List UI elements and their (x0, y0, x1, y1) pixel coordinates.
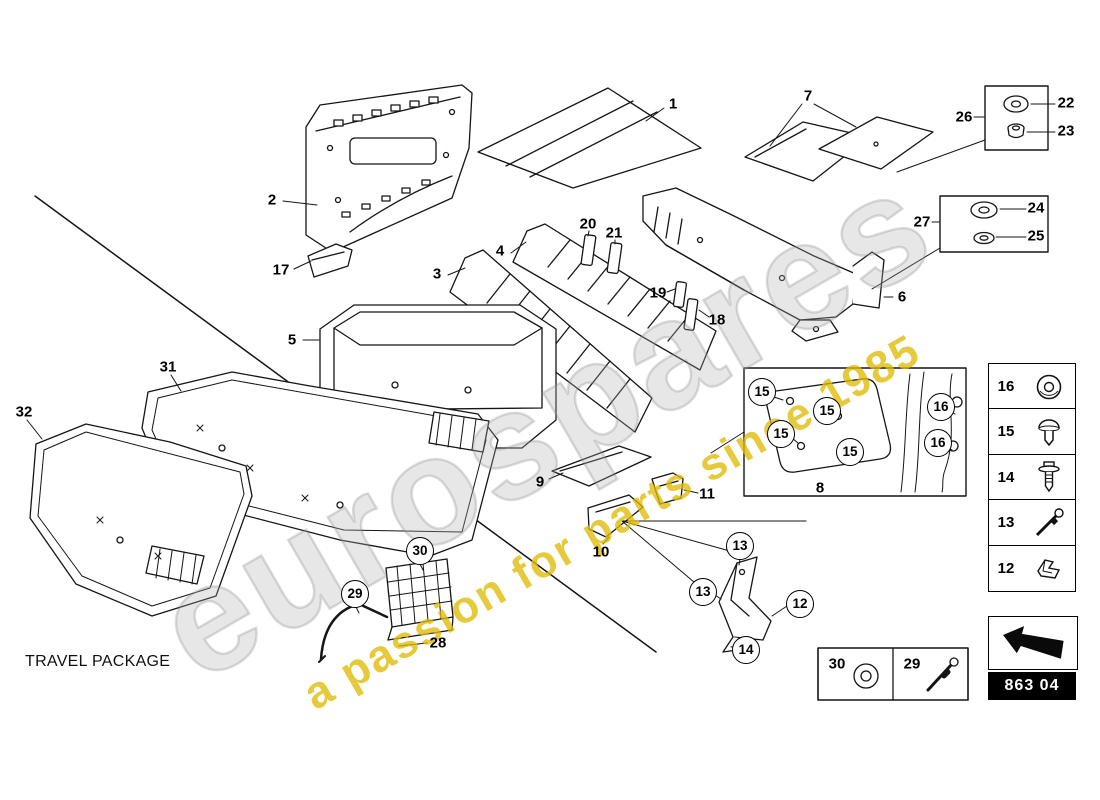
part-callout-17[interactable]: 17 (272, 261, 290, 279)
part-callout-19[interactable]: 19 (649, 284, 667, 302)
part-21-pad (606, 242, 623, 275)
circled-part-callout-30[interactable]: 30 (406, 537, 434, 565)
fastener-row-13[interactable]: 13 (988, 499, 1076, 547)
circled-part-callout-16[interactable]: 16 (927, 393, 955, 421)
inset-box-26 (984, 85, 1049, 151)
part-callout-5[interactable]: 5 (287, 331, 297, 349)
part-callout-8[interactable]: 8 (815, 479, 825, 497)
direction-arrow-icon (1003, 626, 1064, 659)
part-callout-11[interactable]: 11 (699, 485, 715, 503)
part-2-rear-bulkhead-panel (305, 84, 473, 253)
screw-icon (1023, 460, 1075, 494)
part-callout-2[interactable]: 2 (267, 191, 277, 209)
circled-part-callout-29[interactable]: 29 (341, 580, 369, 608)
hardware-box-29-30 (817, 647, 969, 701)
grommet-icon (1023, 370, 1075, 404)
part-6-right-sill-panel (642, 187, 885, 342)
part-callout-6[interactable]: 6 (897, 288, 907, 306)
part-callout-20[interactable]: 20 (579, 215, 597, 233)
fastener-number: 12 (997, 559, 1015, 577)
part-7-floor-mats (744, 116, 934, 182)
rivet-icon (1023, 415, 1075, 449)
fastener-row-15[interactable]: 15 (988, 408, 1076, 456)
circled-part-callout-15[interactable]: 15 (813, 397, 841, 425)
cap-nut-icon (1007, 123, 1025, 139)
circled-part-callout-16[interactable]: 16 (924, 429, 952, 457)
part-callout-9[interactable]: 9 (535, 473, 545, 491)
grommet-icon (970, 201, 998, 219)
part-callout-1[interactable]: 1 (668, 95, 678, 113)
part-callout-22[interactable]: 22 (1057, 94, 1075, 112)
part-callout-18[interactable]: 18 (708, 311, 726, 329)
part-callout-25[interactable]: 25 (1027, 227, 1045, 245)
part-callout-28[interactable]: 28 (429, 634, 447, 652)
part-callout-30[interactable]: 30 (828, 655, 846, 673)
part-32-floor-mat (29, 423, 253, 617)
fastener-row-12[interactable]: 12 (988, 544, 1076, 592)
part-17-bracket (307, 243, 353, 278)
part-callout-4[interactable]: 4 (495, 242, 505, 260)
part-callout-3[interactable]: 3 (432, 265, 442, 283)
circled-part-callout-15[interactable]: 15 (767, 420, 795, 448)
part-callout-31[interactable]: 31 (159, 358, 177, 376)
ring-icon (853, 663, 879, 689)
part-callout-29[interactable]: 29 (903, 655, 921, 673)
part-1-roof-panel (477, 87, 702, 189)
part-20-pad (580, 234, 597, 267)
part-11-bracket (651, 472, 684, 505)
part-30-mesh-grille (385, 558, 454, 641)
fastener-row-14[interactable]: 14 (988, 453, 1076, 501)
fastener-number: 14 (997, 468, 1015, 486)
pin-icon (926, 657, 959, 692)
circled-part-callout-15[interactable]: 15 (748, 378, 776, 406)
inset-box-27 (939, 195, 1049, 253)
part-callout-26[interactable]: 26 (955, 108, 973, 126)
diagram-code-badge: 863 04 (988, 672, 1076, 700)
fastener-table: 16 15 14 (988, 363, 1076, 592)
fastener-row-16[interactable]: 16 (988, 363, 1076, 410)
circled-part-callout-14[interactable]: 14 (732, 636, 760, 664)
circled-part-callout-15[interactable]: 15 (836, 438, 864, 466)
circled-part-callout-12[interactable]: 12 (786, 590, 814, 618)
fastener-number: 13 (997, 514, 1015, 532)
part-callout-21[interactable]: 21 (605, 224, 623, 242)
grommet-icon (1003, 95, 1029, 113)
part-4-ribbed-panel (512, 223, 717, 371)
page-title: TRAVEL PACKAGE (25, 653, 171, 670)
part-18-pad (683, 298, 699, 331)
fastener-number: 15 (997, 423, 1015, 441)
part-callout-23[interactable]: 23 (1057, 122, 1075, 140)
circled-part-callout-13[interactable]: 13 (726, 532, 754, 560)
pin-icon (1023, 506, 1075, 540)
part-callout-24[interactable]: 24 (1027, 199, 1045, 217)
part-callout-7[interactable]: 7 (803, 87, 813, 105)
part-9-trim-strip (551, 445, 652, 487)
nut-icon (973, 231, 995, 245)
clip-icon (1023, 551, 1075, 585)
fastener-number: 16 (997, 378, 1015, 395)
part-callout-27[interactable]: 27 (913, 213, 931, 231)
mat-screw-marks (96, 424, 309, 560)
part-callout-32[interactable]: 32 (15, 403, 33, 421)
direction-arrow-box (988, 616, 1078, 670)
part-callout-10[interactable]: 10 (592, 543, 610, 561)
part-19-pad (672, 281, 688, 308)
circled-part-callout-13[interactable]: 13 (689, 578, 717, 606)
